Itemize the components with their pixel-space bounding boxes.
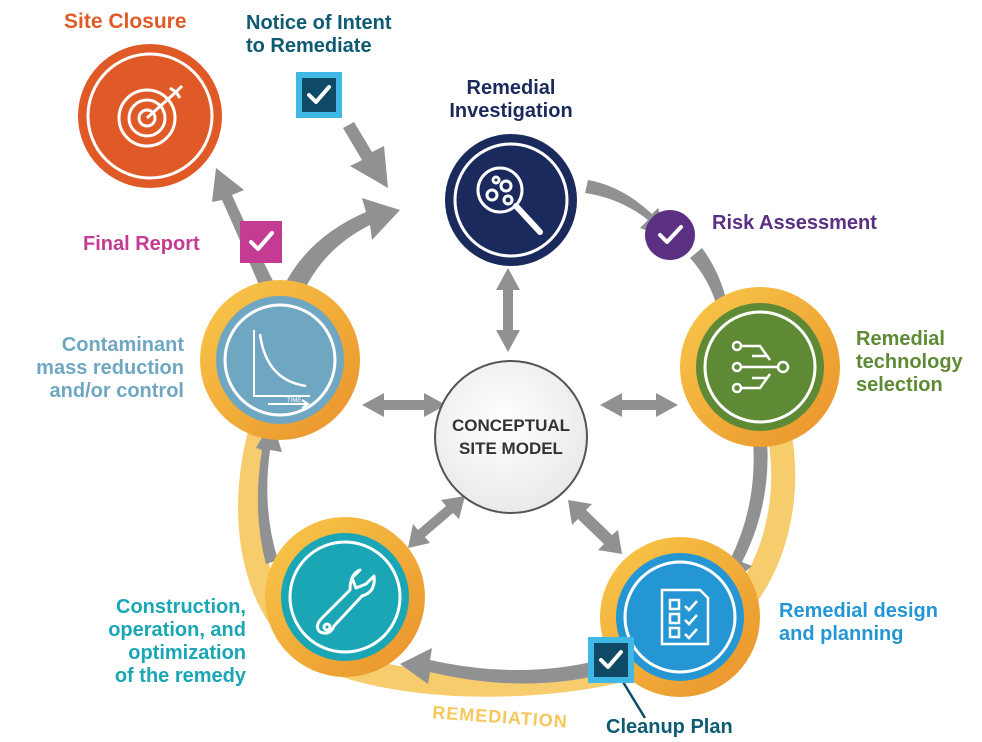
label-construction-operation: Construction, operation, and optimizatio…	[108, 596, 246, 687]
conceptual-site-model: CONCEPTUAL SITE MODEL	[434, 360, 588, 514]
center-double-arrows	[362, 268, 678, 554]
center-label-line2: SITE MODEL	[459, 439, 563, 458]
label-site-closure: Site Closure	[64, 10, 187, 33]
stage-construction-operation[interactable]	[265, 517, 425, 677]
time-axis-label: TIME	[287, 398, 301, 404]
milestone-risk-assessment-check[interactable]	[645, 210, 695, 260]
milestone-cleanup-plan-checkbox[interactable]	[588, 637, 647, 719]
label-remedial-investigation: Remedial Investigation	[449, 77, 573, 122]
milestone-notice-of-intent-checkbox[interactable]	[296, 72, 342, 118]
checkmark-icon	[658, 225, 683, 244]
callout-line	[618, 676, 647, 719]
decay-curve-icon	[253, 330, 310, 409]
network-nodes-icon	[731, 340, 790, 394]
stage-remedial-technology-selection[interactable]	[680, 287, 840, 447]
remediation-ring	[238, 368, 796, 697]
magnifier-icon	[476, 166, 543, 235]
label-notice-of-intent: Notice of Intent to Remediate	[246, 12, 392, 57]
milestone-final-report-checkbox[interactable]	[240, 221, 282, 263]
stage-remedial-design-and-planning[interactable]	[600, 537, 760, 697]
label-remedial-design-and-planning: Remedial design and planning	[779, 600, 938, 645]
center-label-line1: CONCEPTUAL	[452, 416, 570, 435]
stage-site-closure[interactable]	[78, 44, 222, 188]
label-risk-assessment: Risk Assessment	[712, 212, 877, 234]
label-contaminant-mass-reduction: Contaminant mass reduction and/or contro…	[36, 334, 184, 402]
checkmark-icon	[599, 650, 623, 669]
label-cleanup-plan: Cleanup Plan	[606, 716, 733, 738]
wrench-icon	[315, 568, 376, 635]
checklist-icon	[660, 588, 710, 646]
target-icon	[117, 84, 184, 148]
stage-contaminant-mass-reduction[interactable]: TIME	[200, 280, 360, 440]
stage-remedial-investigation[interactable]	[445, 134, 577, 266]
label-final-report: Final Report	[83, 233, 200, 255]
checkmark-icon	[307, 85, 331, 104]
label-remedial-technology-selection: Remedial technology selection	[856, 328, 963, 396]
checkmark-icon	[249, 231, 274, 251]
remediation-label: REMEDIATION	[432, 702, 569, 731]
